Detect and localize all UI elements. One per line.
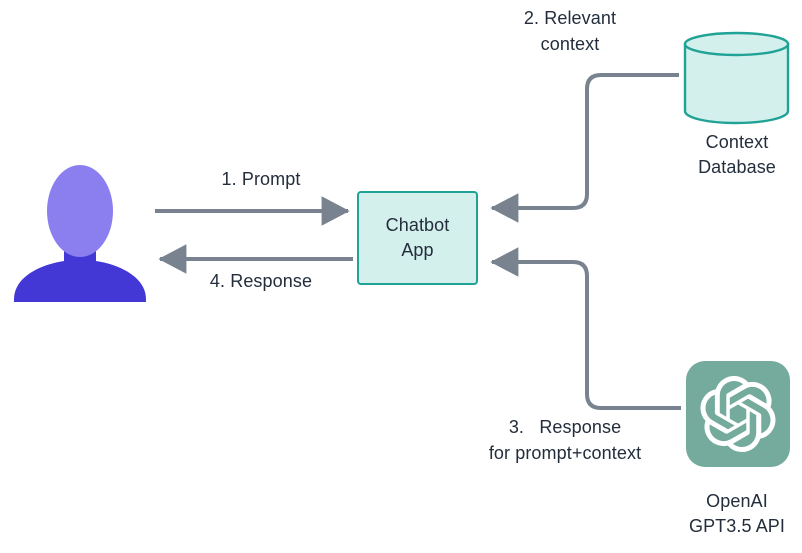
chatbot-app-node[interactable]: Chatbot App: [357, 191, 478, 285]
avatar-head: [47, 165, 113, 257]
context-database-cylinder[interactable]: [682, 30, 792, 125]
openai-logo-icon: [700, 376, 776, 452]
edge-relevant-context-arrow: [490, 73, 679, 223]
user-avatar-icon: [14, 165, 146, 302]
edge-gpt-response-arrow: [490, 247, 681, 410]
chatbot-app-label: Chatbot App: [385, 215, 450, 260]
edge-label-gpt-response: 3. Response for prompt+context: [488, 417, 642, 463]
openai-gpt35-api-node[interactable]: [686, 361, 790, 467]
context-database-label: Context Database: [698, 132, 776, 177]
cylinder-top: [683, 31, 790, 57]
edge-label-prompt: 1. Prompt: [221, 169, 301, 189]
cylinder-body: [683, 42, 790, 125]
edge-label-response: 4. Response: [209, 271, 313, 291]
openai-gpt35-api-label: OpenAI GPT3.5 API: [688, 491, 786, 536]
avatar-body: [14, 225, 146, 302]
edge-label-relevant-context: 2. Relevant context: [523, 8, 617, 54]
